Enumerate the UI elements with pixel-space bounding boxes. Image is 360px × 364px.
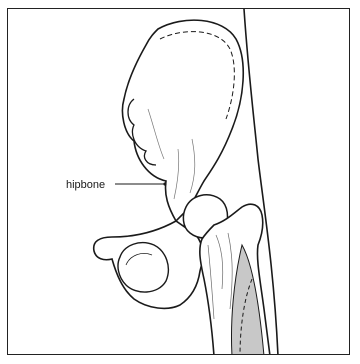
hip-anatomy-illustration <box>8 9 350 355</box>
hipbone-label: hipbone <box>66 180 105 191</box>
illustration-frame: hipbone <box>7 8 350 355</box>
iliac-wing <box>122 20 243 221</box>
hipbone-leader-dot <box>163 182 166 185</box>
obturator-foramen <box>118 243 168 292</box>
